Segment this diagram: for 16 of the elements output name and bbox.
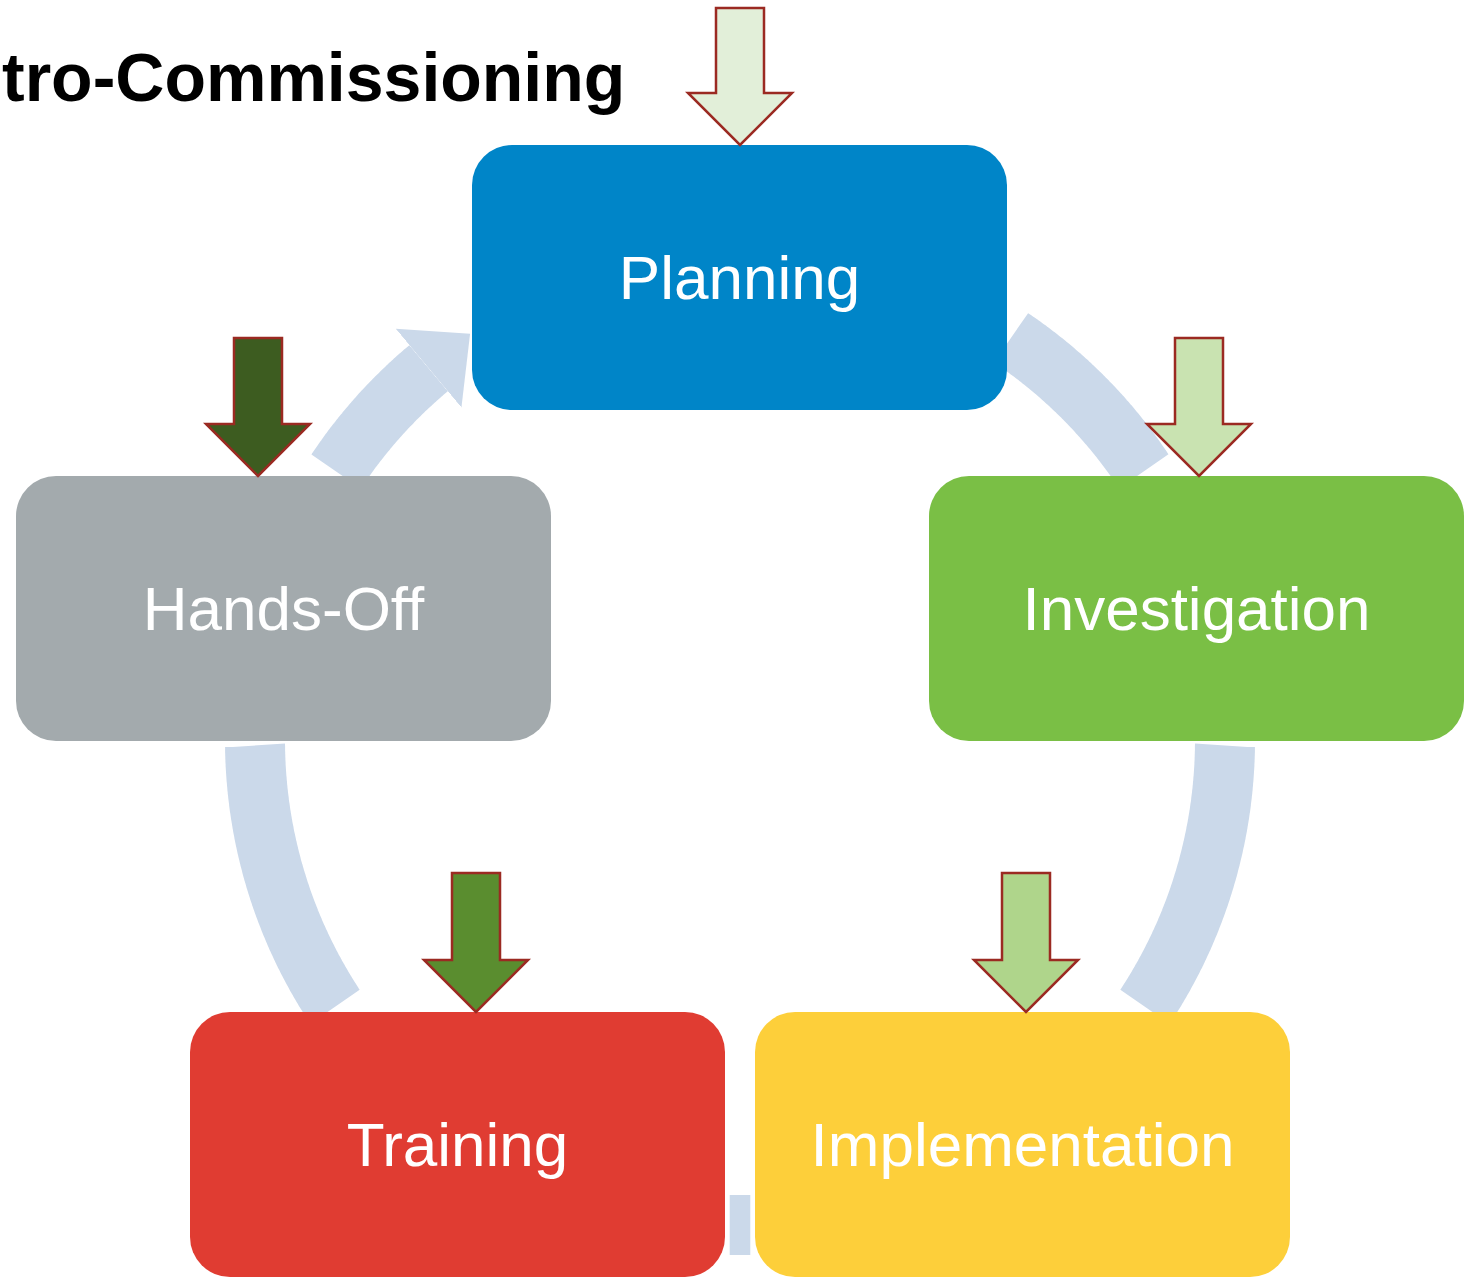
block-arrow [421,871,531,1014]
process-box [190,1012,725,1277]
title: tro-Commissioning [2,38,626,116]
process-box [929,476,1464,741]
node-label: Implementation [810,1109,1235,1180]
block-arrow [685,6,795,147]
block-arrow [971,871,1081,1014]
block-arrow [1144,336,1254,478]
node-label: Training [346,1109,569,1180]
block-arrow [203,336,313,478]
process-box [16,476,551,741]
process-box [472,145,1007,410]
process-box [755,1012,1290,1277]
node-label: Planning [618,242,861,313]
node-label: Hands-Off [142,573,425,644]
node-label: Investigation [1022,573,1371,644]
